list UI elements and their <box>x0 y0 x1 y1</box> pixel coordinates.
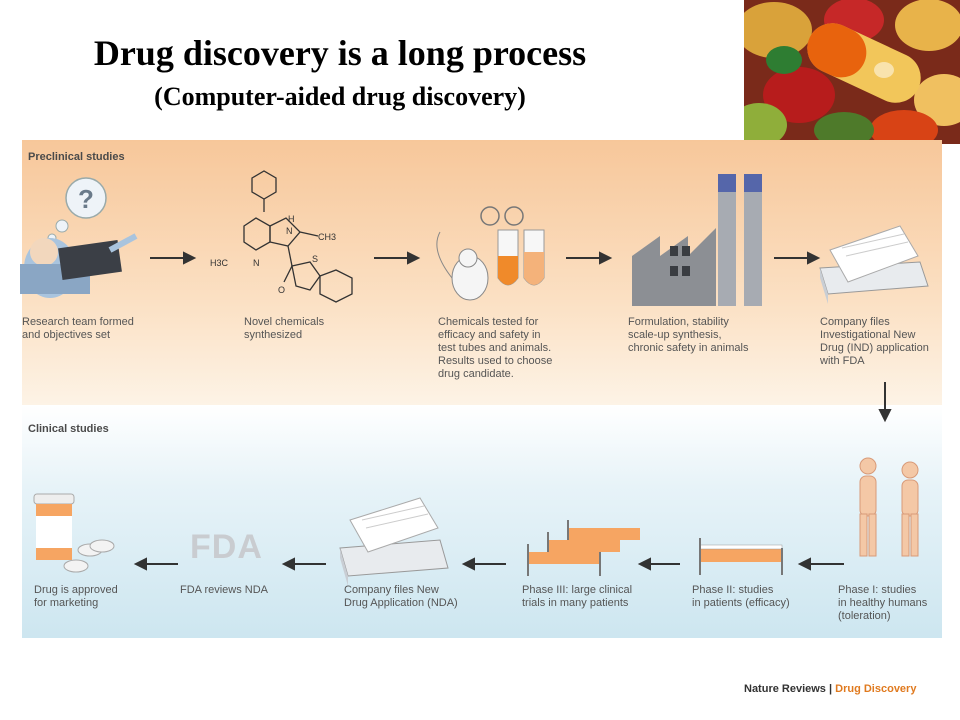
phase2-bed-icon <box>699 538 783 575</box>
svg-text:O: O <box>278 285 285 295</box>
down-arrow <box>878 382 892 423</box>
clinical-arrows <box>133 557 844 571</box>
researcher-icon: ? <box>20 177 138 298</box>
pills-photo <box>744 0 960 144</box>
drug-discovery-diagram: Preclinical studies Clinical studies <box>22 140 942 638</box>
mouse-testtubes-icon <box>436 206 545 301</box>
fda-logo: FDA <box>190 528 263 566</box>
svg-text:H: H <box>288 214 295 224</box>
ind-box-icon <box>819 225 929 304</box>
preclinical-arrows <box>150 251 821 265</box>
nda-box-icon <box>339 497 449 586</box>
svg-text:H3C: H3C <box>210 258 229 268</box>
clinical-band <box>22 405 942 638</box>
factory-icon <box>632 174 762 306</box>
journal-credit: Nature Reviews | Drug Discovery <box>744 683 917 695</box>
clinical-label: Clinical studies <box>28 423 109 435</box>
question-mark: ? <box>78 184 94 214</box>
humans-icon <box>859 457 919 557</box>
phase3-beds-icon <box>527 520 640 576</box>
page-title: Drug discovery is a long process <box>93 33 587 73</box>
svg-text:S: S <box>312 254 318 264</box>
molecule-icon <box>243 170 353 303</box>
preclinical-label: Preclinical studies <box>28 151 125 163</box>
step-fda-reviews: FDA reviews NDA <box>180 584 269 596</box>
svg-text:N: N <box>253 258 260 268</box>
page-subtitle: (Computer-aided drug discovery) <box>154 82 526 111</box>
pill-bottle-icon <box>33 493 115 573</box>
svg-text:CH3: CH3 <box>318 232 336 242</box>
svg-text:N: N <box>286 226 293 236</box>
molecule-labels: H N CH3 H3C N O S <box>210 214 336 295</box>
